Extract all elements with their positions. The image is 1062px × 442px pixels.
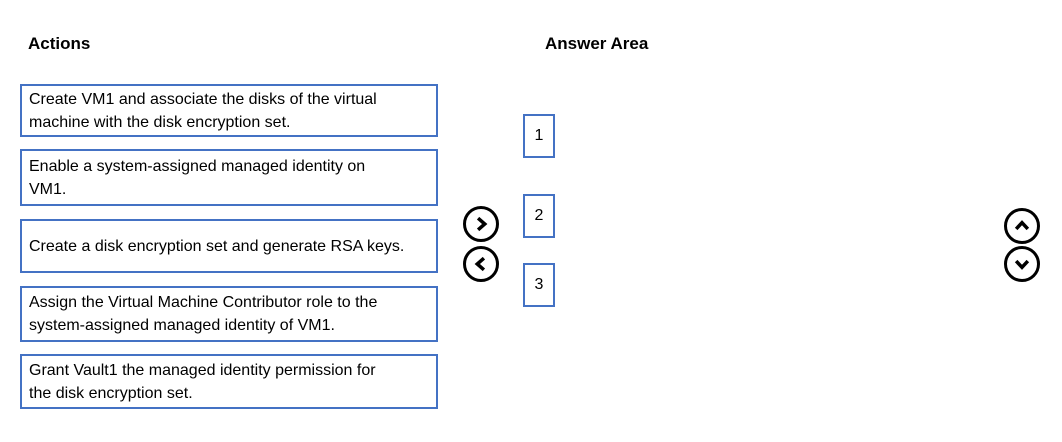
chevron-up-icon <box>1012 216 1032 236</box>
chevron-down-icon <box>1012 254 1032 274</box>
action-item-create-vm1[interactable]: Create VM1 and associate the disks of th… <box>20 84 438 137</box>
answer-slot-3[interactable]: 3 <box>523 263 555 307</box>
action-item-grant-vault1-permission[interactable]: Grant Vault1 the managed identity permis… <box>20 354 438 409</box>
action-item-label: Create a disk encryption set and generat… <box>29 237 405 255</box>
actions-title: Actions <box>28 34 91 53</box>
move-down-button[interactable] <box>1004 246 1040 282</box>
answer-area-title: Answer Area <box>545 34 649 53</box>
chevron-right-icon <box>471 214 491 234</box>
action-item-label: Enable a system-assigned managed identit… <box>29 157 366 175</box>
answer-slot-number: 1 <box>534 127 544 144</box>
move-to-answer-button[interactable] <box>463 206 499 242</box>
answer-slot-1[interactable]: 1 <box>523 114 555 158</box>
action-item-label: Grant Vault1 the managed identity permis… <box>29 361 376 379</box>
move-up-button[interactable] <box>1004 208 1040 244</box>
action-item-create-disk-encryption-set[interactable]: Create a disk encryption set and generat… <box>20 219 438 273</box>
action-item-label: system-assigned managed identity of VM1. <box>29 317 335 334</box>
action-item-label: the disk encryption set. <box>29 384 193 402</box>
answer-slot-number: 3 <box>534 276 544 293</box>
move-to-actions-button[interactable] <box>463 246 499 282</box>
action-item-enable-managed-identity[interactable]: Enable a system-assigned managed identit… <box>20 149 438 206</box>
chevron-left-icon <box>471 254 491 274</box>
action-item-label: machine with the disk encryption set. <box>29 113 291 131</box>
action-item-label: VM1. <box>29 180 67 198</box>
answer-slot-2[interactable]: 2 <box>523 194 555 238</box>
action-item-assign-vm-contributor-role[interactable]: Assign the Virtual Machine Contributor r… <box>20 286 438 342</box>
action-item-label: Assign the Virtual Machine Contributor r… <box>29 294 378 311</box>
action-item-label: Create VM1 and associate the disks of th… <box>29 90 377 108</box>
answer-slot-number: 2 <box>534 207 544 224</box>
